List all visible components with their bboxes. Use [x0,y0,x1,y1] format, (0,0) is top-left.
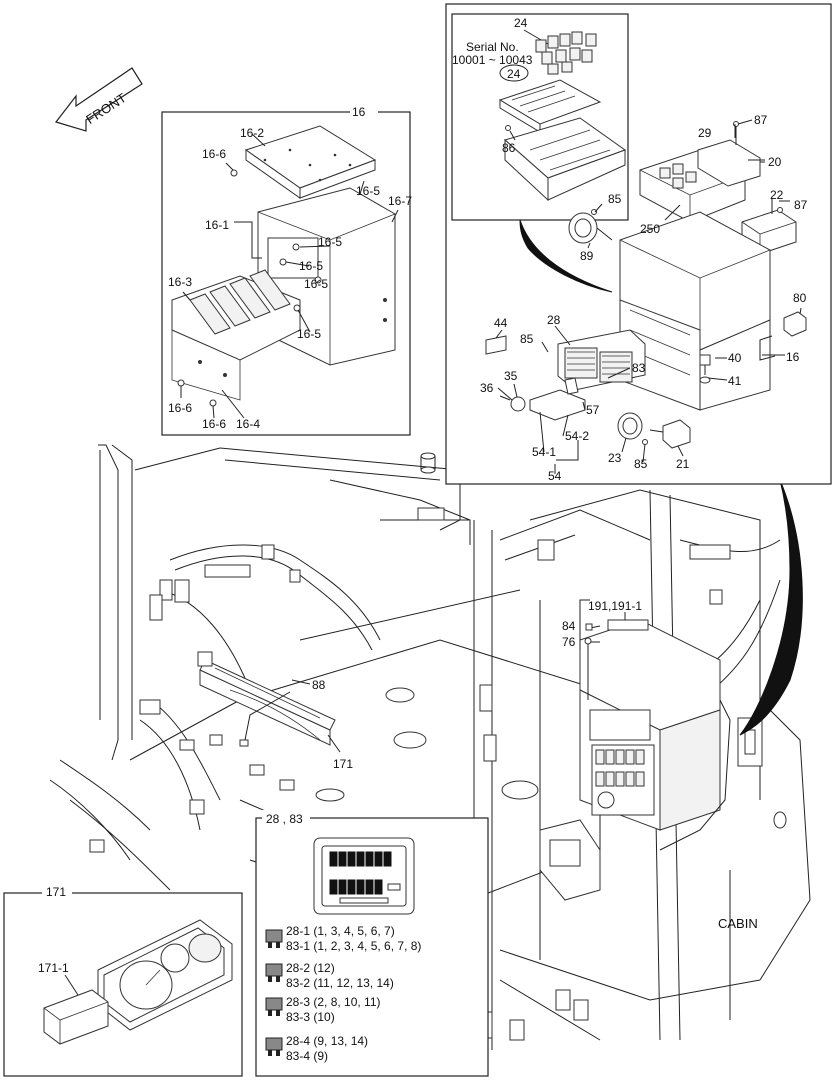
fuse-entry-1b: 83-1 (1, 2, 3, 4, 5, 6, 7, 8) [286,939,421,953]
label-54: 54 [548,469,562,483]
label-16-2: 16-2 [240,126,264,140]
label-54-1: 54-1 [532,445,556,459]
label-22: 22 [770,188,784,202]
fuse-entry-1a: 28-1 (1, 3, 4, 5, 6, 7) [286,924,395,938]
label-87-top: 87 [754,113,768,127]
fuse-legend-box: 28 , 83 [255,810,489,1077]
label-87-right: 87 [794,198,808,212]
label-16-5-e: 16-5 [297,327,321,341]
label-36: 36 [480,381,494,395]
label-54-2: 54-2 [565,429,589,443]
cabin-fuses [595,749,645,787]
fuse-legend-title: 28 , 83 [266,812,303,826]
label-85-bottom: 85 [634,457,648,471]
box-171-title: 171 [46,885,66,899]
front-arrow: FRONT [54,67,143,132]
label-171-cabin: 171 [333,757,353,771]
label-16-3: 16-3 [168,275,192,289]
cabin-label: CABIN [718,916,758,931]
label-29: 29 [698,126,712,140]
label-35: 35 [504,369,518,383]
label-40: 40 [728,351,742,365]
label-16-5-b: 16-5 [318,235,342,249]
label-24: 24 [514,16,528,30]
box-16-title: 16 [352,105,366,119]
serial-range: 10001 ~ 10043 [452,53,533,67]
label-16-4: 16-4 [236,417,260,431]
label-41: 41 [728,374,742,388]
serial-part-circled: 24 [507,67,521,81]
label-16-6-left: 16-6 [168,401,192,415]
cabin-fusebox-assembly [579,599,731,851]
label-85-top: 85 [608,192,622,206]
label-20: 20 [768,155,782,169]
relay-cluster [535,31,597,75]
box-16-labels: 16-2 16-6 16-5 16-7 16-1 16-5 16-5 16-5 … [168,126,412,431]
label-89: 89 [580,249,594,263]
fuse-entry-4a: 28-4 (9, 13, 14) [286,1034,368,1048]
label-85-mid: 85 [520,332,534,346]
label-76: 76 [562,635,576,649]
detail-box-main: Serial No. 10001 ~ 10043 24 24 [445,3,832,485]
label-83: 83 [632,361,646,375]
fuse-entry-3b: 83-3 (10) [286,1010,335,1024]
serial-title: Serial No. [466,40,519,54]
fuse-entry-2a: 28-2 (12) [286,961,335,975]
label-88: 88 [312,678,326,692]
fuse-entry-2b: 83-2 (11, 12, 13, 14) [286,976,394,990]
label-21: 21 [676,457,690,471]
label-44: 44 [494,316,508,330]
detail-box-171: 171 171-1 [3,884,243,1077]
label-23: 23 [608,451,622,465]
detail-box-16: 16 [161,104,411,436]
label-16-6-top: 16-6 [202,147,226,161]
label-171-1: 171-1 [38,961,69,975]
box-main-labels: 29 87 20 85 22 87 250 89 80 44 28 85 16 … [480,113,808,483]
fuse-grid [329,851,401,895]
label-16-6-bottom: 16-6 [202,417,226,431]
label-86: 86 [502,141,516,155]
fuse-entry-3a: 28-3 (2, 8, 10, 11) [286,995,381,1009]
label-16-main: 16 [786,350,800,364]
label-16-5-d: 16-5 [304,277,328,291]
label-57: 57 [586,403,600,417]
label-28: 28 [547,313,561,327]
cabin-labels: 191,191-1 84 76 88 171 CABIN [291,599,758,931]
label-16-5-c: 16-5 [299,259,323,273]
fuse-icon-1 [265,929,283,948]
fuse-icon-2 [265,963,283,982]
label-191: 191,191-1 [588,599,642,613]
label-250: 250 [640,222,660,236]
label-16-7: 16-7 [388,194,412,208]
fuse-icon-3 [265,997,283,1016]
instrument-panel-171 [197,651,336,747]
label-84: 84 [562,619,576,633]
label-80: 80 [793,291,807,305]
label-16-5-a: 16-5 [356,184,380,198]
fuse-icon-4 [265,1037,283,1056]
fuse-entry-4b: 83-4 (9) [286,1049,328,1063]
label-16-1: 16-1 [205,218,229,232]
